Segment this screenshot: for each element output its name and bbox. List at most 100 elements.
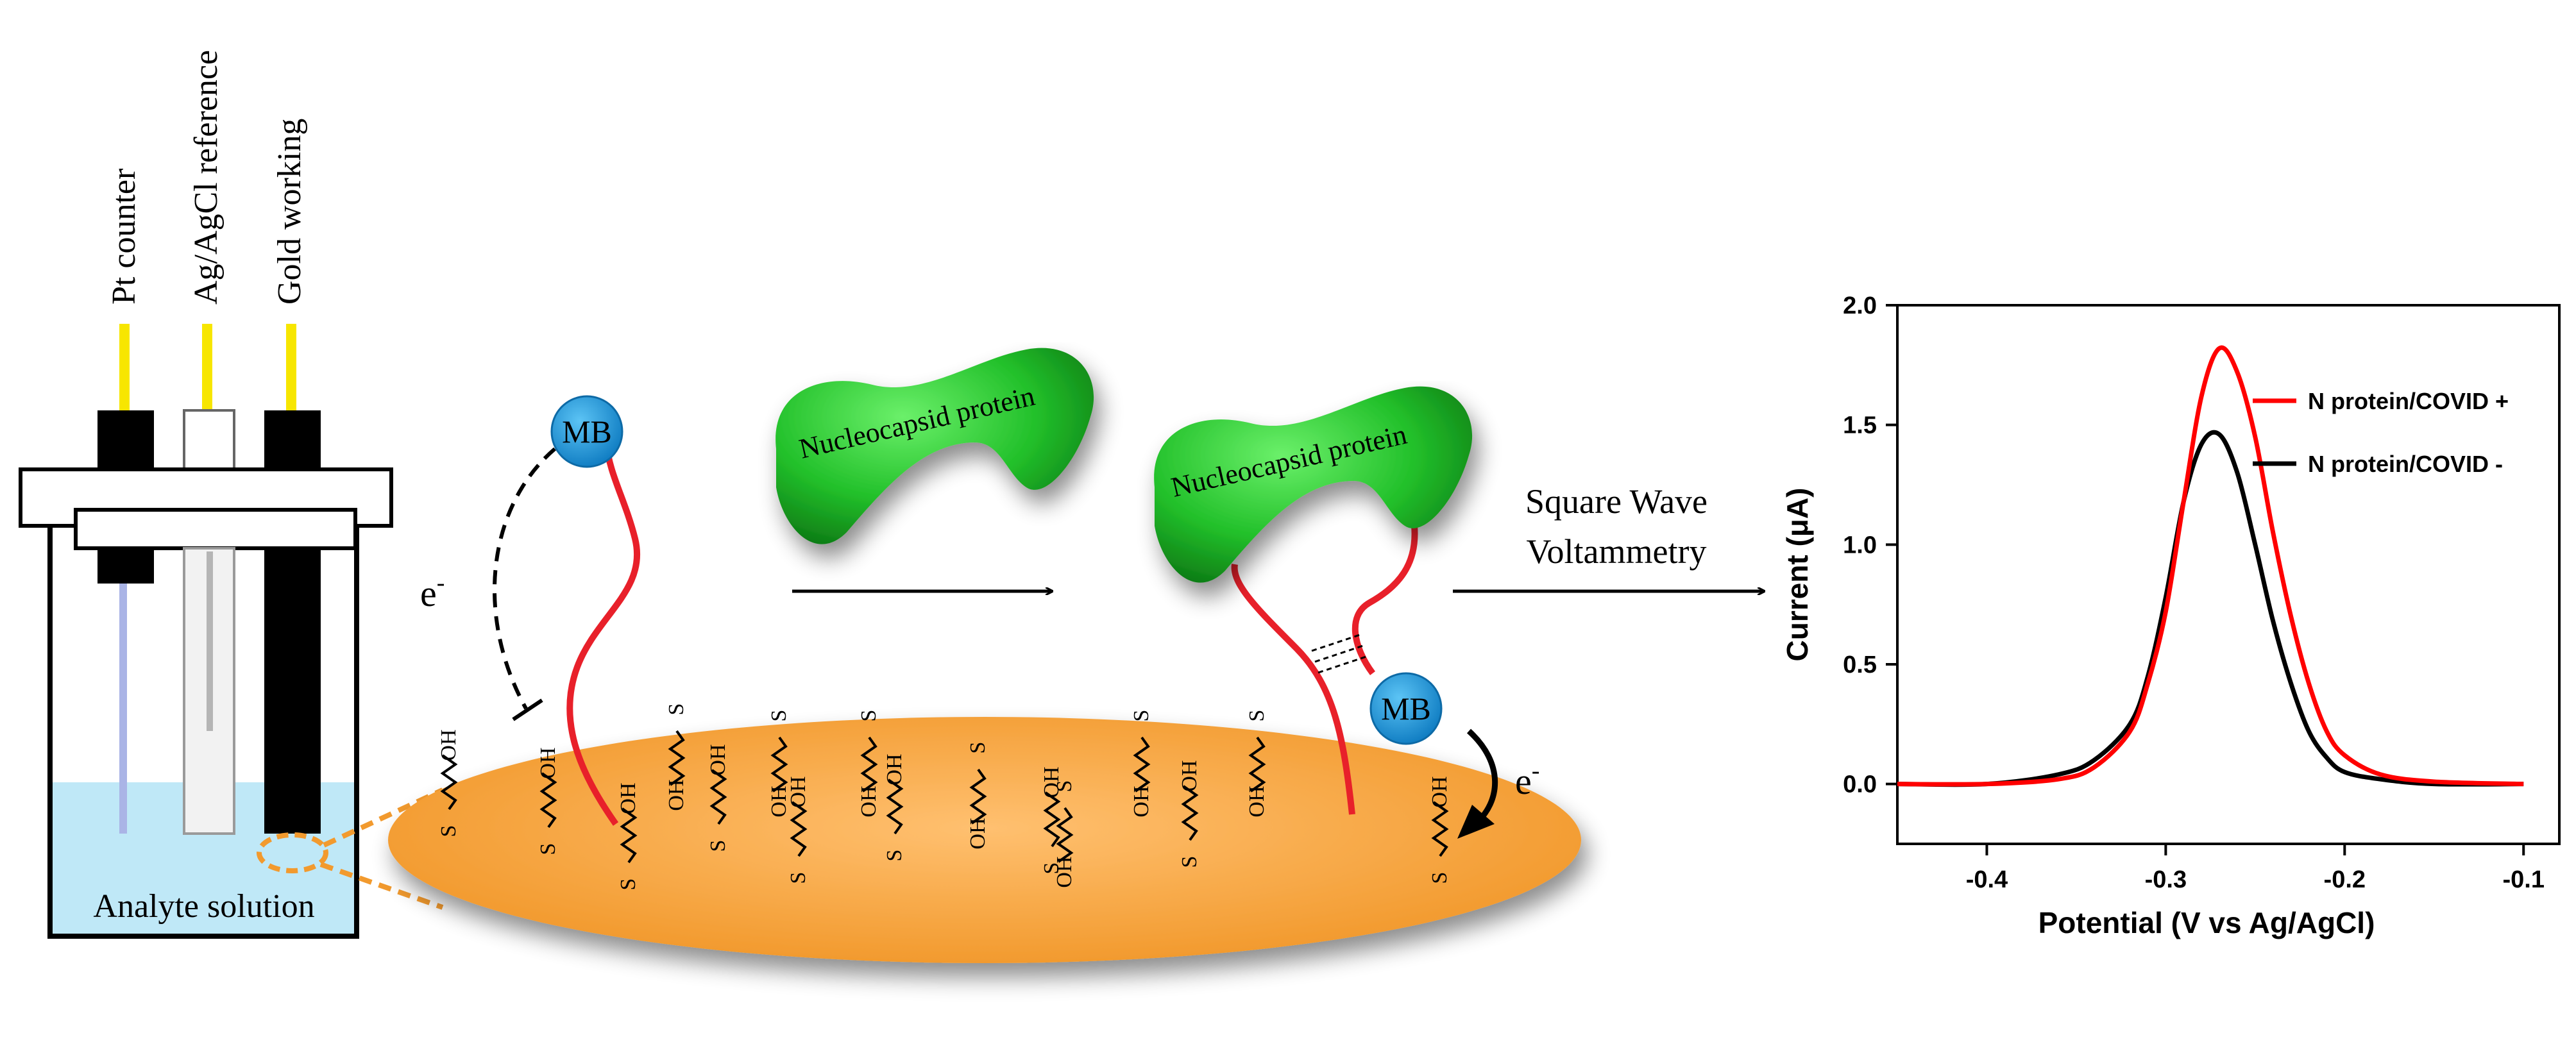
hydroxyl-label: OH — [786, 776, 810, 807]
pt-cap — [97, 410, 154, 471]
working-electrode-body — [264, 548, 321, 834]
pt-electrode-body — [97, 548, 154, 584]
electron-arrow-head — [1457, 805, 1495, 839]
reference-wire — [202, 324, 212, 414]
hydroxyl-label: OH — [1053, 856, 1076, 887]
x-tick-label: -0.3 — [2145, 866, 2187, 893]
hydroxyl-label: OH — [1040, 766, 1063, 798]
pt-electrode-rod — [119, 584, 127, 834]
hydroxyl-label: OH — [665, 779, 688, 811]
thiol-label: S — [767, 710, 791, 722]
chart-ticks: -0.4-0.3-0.2-0.10.00.51.01.52.0 — [1843, 292, 2545, 893]
pt-counter-label: Pt counter — [106, 169, 142, 305]
thiol-chain — [440, 754, 458, 811]
legend-label: N protein/COVID + — [2308, 388, 2509, 414]
pt-wire — [119, 324, 130, 414]
working-wire — [286, 324, 296, 414]
thiol-chain — [1043, 791, 1061, 848]
zoom-line-bottom — [319, 862, 444, 910]
thiol-label: S — [706, 840, 730, 852]
thiol-chain — [886, 778, 904, 835]
hydroxyl-label: OH — [966, 818, 990, 849]
bound-complex: Nucleocapsid protein MB e- — [1154, 386, 1539, 839]
x-tick-label: -0.4 — [1966, 866, 2008, 893]
thiol-label: S — [1245, 710, 1269, 722]
hydroxyl-label: OH — [883, 753, 906, 785]
thiol-chain — [969, 768, 987, 825]
thiol-label: S — [1130, 710, 1153, 722]
mb-label-unbound — [550, 395, 623, 468]
thiol-label: S — [1178, 856, 1201, 868]
thiol-chain — [539, 772, 557, 828]
mb-label-bound — [1369, 672, 1443, 745]
technique-line1: Square Wave — [1525, 482, 1707, 521]
mb-text-unbound: MB — [562, 414, 612, 450]
aptamer-strand-bound-right — [1352, 525, 1418, 675]
thiol-label: S — [1040, 862, 1063, 875]
chart-legend: N protein/COVID + N protein/COVID - — [2253, 388, 2509, 477]
y-tick-label: 1.0 — [1843, 532, 1877, 559]
thiol-label: S — [857, 710, 881, 722]
thiol-label: S — [883, 850, 906, 862]
reference-electrode-wire — [207, 551, 213, 731]
y-axis-label: Current (μA) — [1781, 488, 1814, 662]
thiol-chain — [1181, 785, 1199, 841]
thiol-label: S — [536, 843, 560, 855]
thiol-label: S — [1053, 780, 1076, 793]
reference-cap — [183, 409, 235, 473]
technique-line2: Voltammetry — [1527, 532, 1707, 571]
thiol-chain — [1056, 807, 1074, 863]
protein-shape-free — [775, 348, 1094, 544]
thiol-label: S — [665, 703, 688, 716]
thiol-label: S — [786, 872, 810, 884]
y-tick-label: 0.0 — [1843, 771, 1877, 798]
zoom-region — [257, 832, 328, 873]
cell-lid-inner — [74, 508, 357, 550]
blocked-bar — [512, 698, 543, 721]
hydroxyl-label: OH — [536, 747, 560, 778]
aptamer-strand-unbound — [566, 442, 641, 826]
x-tick-label: -0.2 — [2324, 866, 2366, 893]
plot-frame — [1896, 304, 2561, 845]
thiol-chain — [668, 730, 686, 786]
y-tick-label: 0.5 — [1843, 651, 1877, 678]
thiol-chain — [1248, 736, 1266, 793]
mb-text-bound: MB — [1381, 691, 1431, 727]
legend-label: N protein/COVID - — [2308, 451, 2503, 477]
electron-label-right: e- — [1515, 757, 1539, 802]
gold-electrode-surface — [388, 717, 1581, 963]
thiol-chain — [790, 801, 808, 857]
x-axis-label: Potential (V vs Ag/AgCl) — [2038, 906, 2375, 939]
series-line-covid-negative — [1897, 430, 2524, 787]
hydroxyl-label: OH — [616, 782, 640, 814]
hydroxyl-label: OH — [437, 729, 461, 760]
voltammogram-chart: -0.4-0.3-0.2-0.10.00.51.01.52.0 N protei… — [1781, 292, 2561, 939]
hydroxyl-label: OH — [1130, 786, 1153, 817]
thiol-label: S — [966, 742, 990, 754]
aptamer-strand-bound-left — [1231, 564, 1355, 815]
thiol-chain — [770, 736, 788, 793]
electron-label-left: e- — [420, 569, 445, 614]
y-tick-label: 2.0 — [1843, 292, 1877, 319]
x-tick-label: -0.1 — [2502, 866, 2544, 893]
hydroxyl-label: OH — [1178, 760, 1201, 791]
hydroxyl-label: OH — [1428, 776, 1452, 807]
thiol-chain — [860, 736, 878, 793]
hydroxyl-label: OH — [1245, 786, 1269, 817]
thiol-label: S — [437, 825, 461, 837]
reference-electrode-label: Ag/AgCl reference — [188, 50, 225, 305]
thiol-label: S — [1428, 872, 1452, 884]
protein-shape-bound — [1154, 386, 1473, 583]
self-assembled-monolayer: SOHSOHSOHSOHSOHSOHSOHSOHSOHSOHSOHSOHSOHS… — [437, 703, 1452, 891]
hydroxyl-label: OH — [767, 786, 791, 817]
working-cap — [264, 410, 321, 471]
chart-series — [1897, 345, 2524, 787]
series-line-covid-positive — [1897, 345, 2524, 787]
solution-label: Analyte solution — [93, 888, 314, 925]
hydroxyl-label: OH — [857, 786, 881, 817]
electron-transfer-blocked — [492, 447, 556, 710]
electrochemical-cell: Pt counter Ag/AgCl reference Gold workin… — [19, 50, 444, 939]
unbound-aptamer-probe: MB e- — [420, 395, 641, 826]
nucleocapsid-protein-free — [775, 348, 1094, 544]
